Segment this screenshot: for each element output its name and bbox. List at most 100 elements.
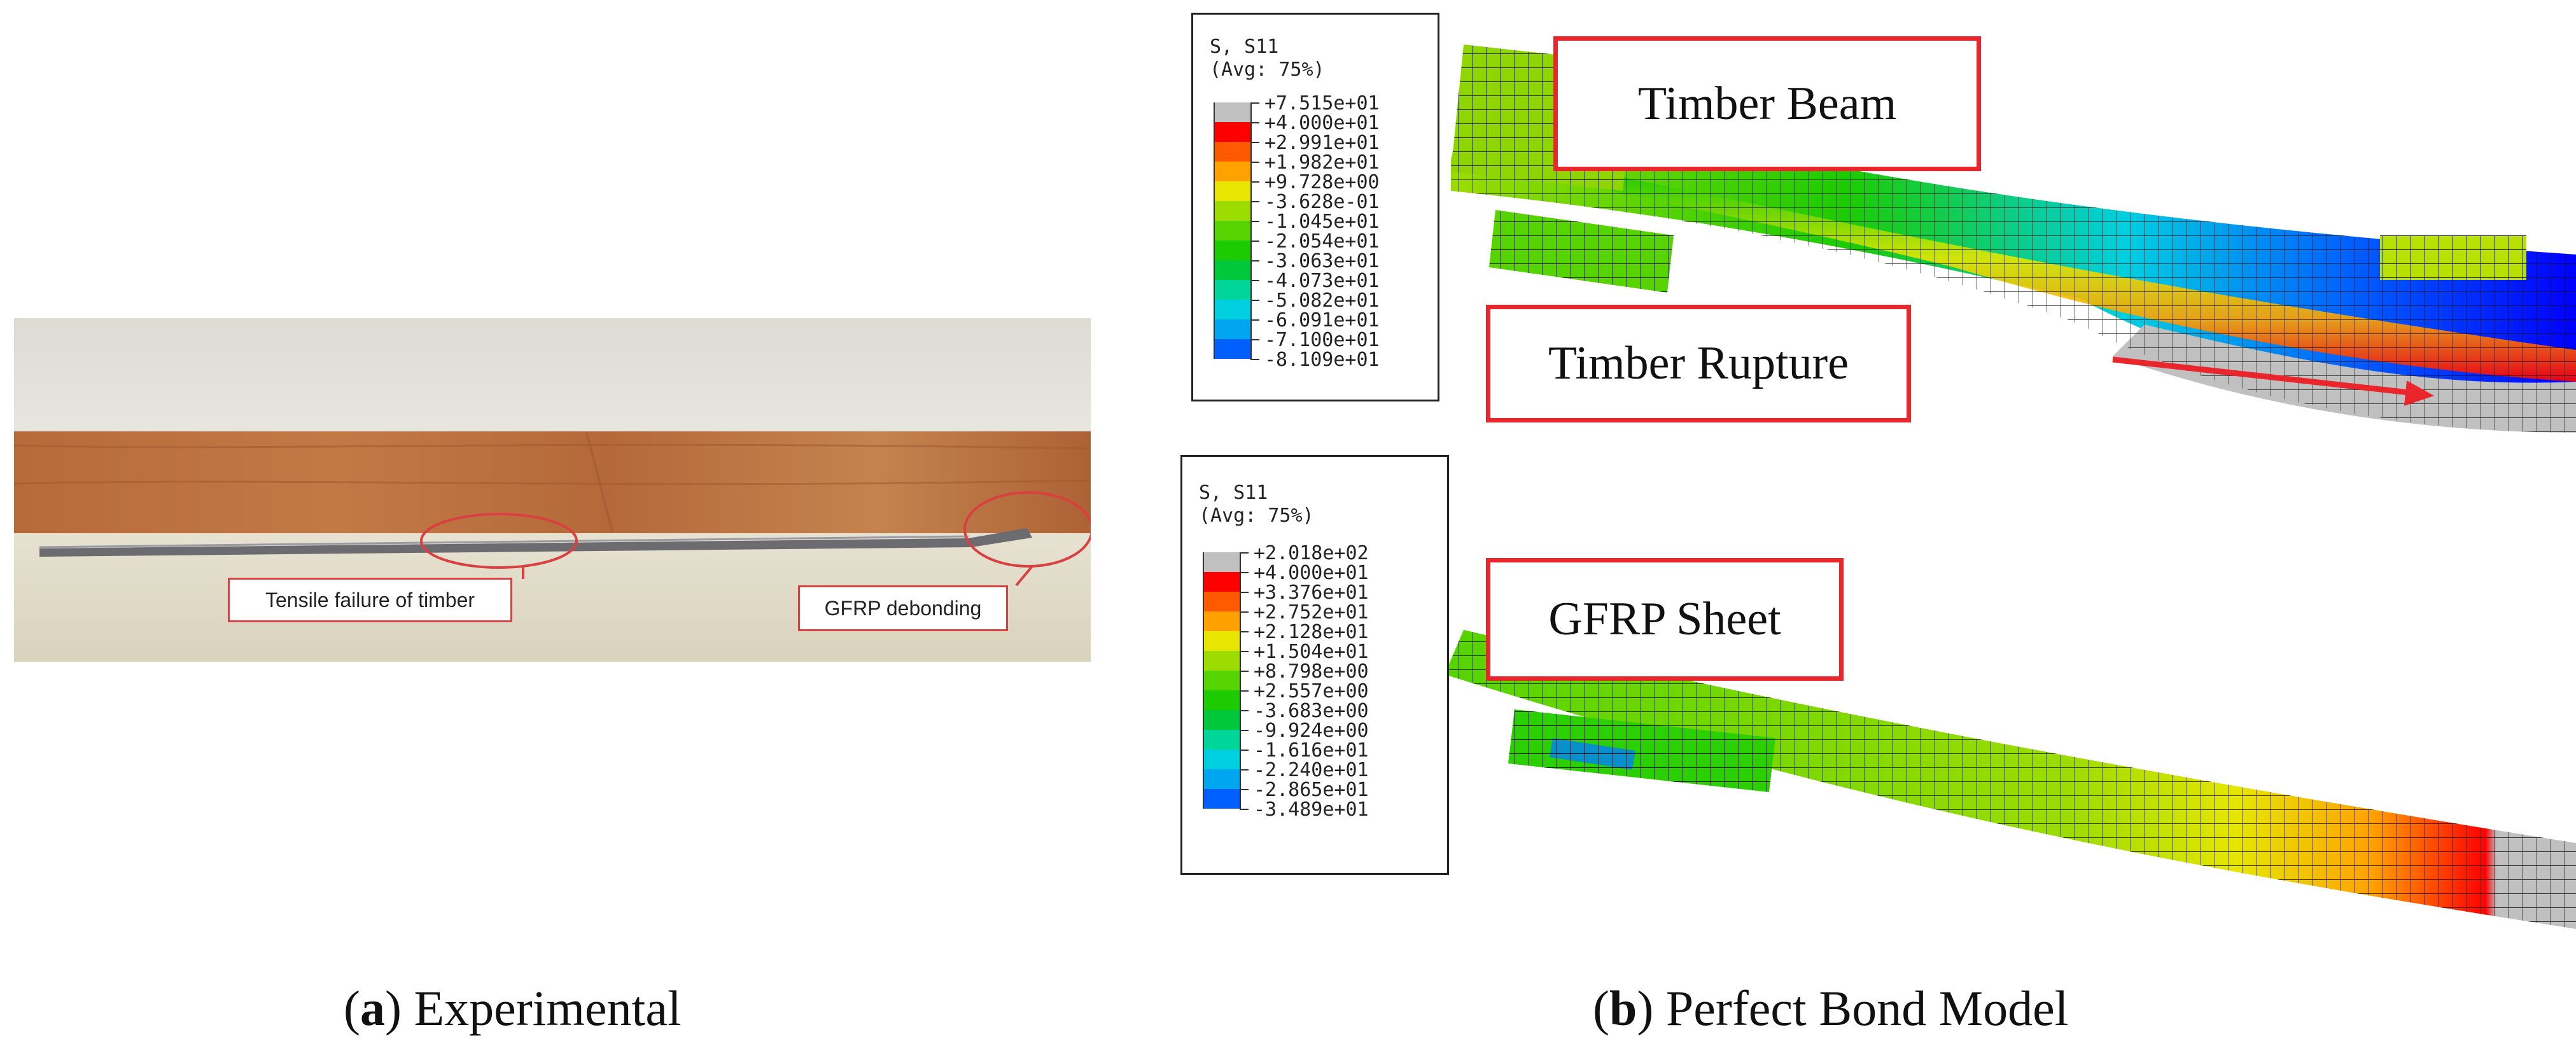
legend-top-title: S, S11: [1210, 36, 1279, 58]
legend-top-tick: [1250, 142, 1259, 143]
legend-top-swatch: [1214, 319, 1252, 339]
legend-top-swatch: [1214, 162, 1252, 181]
legend-bottom-value: +2.128e+01: [1254, 621, 1369, 643]
legend-bottom-title: S, S11: [1199, 482, 1268, 504]
legend-top-value: +1.982e+01: [1264, 151, 1380, 174]
legend-bottom-swatch: [1203, 730, 1241, 750]
legend-bottom-value: -2.865e+01: [1254, 779, 1369, 801]
legend-bottom-value: +1.504e+01: [1254, 641, 1369, 663]
caption-a: (a) Experimental: [344, 980, 682, 1037]
legend-top-value: +9.728e+00: [1264, 171, 1380, 193]
legend-bottom-tick: [1240, 592, 1249, 593]
legend-bottom-value: -3.683e+00: [1254, 700, 1369, 722]
legend-top: S, S11 (Avg: 75%) +7.515e+01+4.000e+01+2…: [1191, 13, 1439, 401]
legend-top-swatch: [1214, 201, 1252, 221]
legend-bottom-avg: (Avg: 75%): [1199, 505, 1314, 527]
caption-b-letter: b: [1609, 980, 1637, 1036]
legend-top-value: -2.054e+01: [1264, 230, 1380, 253]
legend-bottom-value: -2.240e+01: [1254, 759, 1369, 781]
legend-bottom-swatch: [1203, 671, 1241, 690]
legend-top-swatch: [1214, 142, 1252, 162]
callout-timber-rupture: Timber Rupture: [1486, 305, 1911, 422]
legend-bottom-tick: [1240, 631, 1249, 632]
legend-top-avg: (Avg: 75%): [1210, 59, 1325, 81]
legend-top-value: -3.063e+01: [1264, 250, 1380, 272]
legend-top-value: -4.073e+01: [1264, 270, 1380, 292]
caption-a-letter: a: [360, 980, 385, 1036]
caption-a-open: (: [344, 980, 360, 1036]
legend-top-swatch: [1214, 280, 1252, 300]
experimental-photo: Tensile failure of timber GFRP debonding: [14, 318, 1091, 662]
legend-bottom-value: -3.489e+01: [1254, 798, 1369, 821]
legend-bottom-swatch: [1203, 750, 1241, 769]
legend-top-tick: [1250, 359, 1259, 360]
legend-bottom-value: +3.376e+01: [1254, 582, 1369, 604]
legend-top-value: -1.045e+01: [1264, 211, 1380, 233]
legend-bottom-swatch: [1203, 552, 1241, 572]
legend-top-tick: [1250, 181, 1259, 183]
legend-bottom-tick: [1240, 789, 1249, 790]
legend-top-tick: [1250, 300, 1259, 301]
caption-b-text: ) Perfect Bond Model: [1637, 980, 2069, 1036]
legend-top-value: -5.082e+01: [1264, 289, 1380, 312]
legend-top-value: -8.109e+01: [1264, 349, 1380, 371]
legend-top-value: -6.091e+01: [1264, 309, 1380, 331]
legend-top-swatch: [1214, 221, 1252, 241]
legend-bottom-swatch: [1203, 631, 1241, 651]
legend-bottom-tick: [1240, 651, 1249, 652]
legend-bottom-value: +8.798e+00: [1254, 660, 1369, 683]
legend-top-tick: [1250, 122, 1259, 123]
fe-model-drawing: Timber Beam Timber Rupture GFRP Sheet: [1445, 25, 2576, 961]
legend-top-value: -7.100e+01: [1264, 329, 1380, 351]
legend-top-tick: [1250, 260, 1259, 262]
legend-bottom-tick: [1240, 809, 1249, 810]
legend-bottom-tick: [1240, 611, 1249, 613]
gfrp-strip-photo: [39, 528, 1032, 557]
legend-top-tick: [1250, 241, 1259, 242]
rupture-arrow: [2112, 356, 2416, 396]
caption-b-open: (: [1593, 980, 1609, 1036]
callout-timber-beam: Timber Beam: [1553, 36, 1981, 171]
legend-bottom-tick: [1240, 690, 1249, 692]
legend-bottom-value: -9.924e+00: [1254, 720, 1369, 742]
legend-bottom-swatch: [1203, 611, 1241, 631]
legend-top-value: +4.000e+01: [1264, 112, 1380, 134]
legend-top-swatch: [1214, 241, 1252, 260]
tensile-failure-circle: [420, 513, 578, 569]
legend-bottom-value: +4.000e+01: [1254, 562, 1369, 584]
gfrp-debonding-label: GFRP debonding: [798, 585, 1008, 631]
legend-bottom-swatch: [1203, 769, 1241, 789]
tensile-failure-label: Tensile failure of timber: [228, 578, 512, 622]
legend-top-tick: [1250, 221, 1259, 222]
legend-top-value: -3.628e-01: [1264, 191, 1380, 213]
legend-bottom-tick: [1240, 671, 1249, 672]
debonding-circle: [963, 491, 1091, 568]
legend-bottom-tick: [1240, 750, 1249, 751]
legend-bottom-tick: [1240, 572, 1249, 573]
legend-bottom-value: +2.557e+00: [1254, 680, 1369, 702]
legend-bottom-swatch: [1203, 690, 1241, 710]
legend-bottom-value: -1.616e+01: [1254, 739, 1369, 762]
legend-bottom-swatch: [1203, 572, 1241, 592]
legend-top-swatch: [1214, 300, 1252, 319]
legend-top-swatch: [1214, 122, 1252, 142]
legend-bottom: S, S11 (Avg: 75%) +2.018e+02+4.000e+01+3…: [1180, 455, 1449, 875]
legend-top-tick: [1250, 319, 1259, 321]
legend-top-tick: [1250, 339, 1259, 340]
legend-bottom-value: +2.752e+01: [1254, 601, 1369, 624]
legend-bottom-swatch: [1203, 710, 1241, 730]
legend-top-tick: [1250, 280, 1259, 281]
legend-top-value: +2.991e+01: [1264, 132, 1380, 154]
legend-top-tick: [1250, 102, 1259, 104]
caption-b: (b) Perfect Bond Model: [1593, 980, 2068, 1037]
legend-top-swatch: [1214, 102, 1252, 122]
legend-top-tick: [1250, 162, 1259, 163]
callout-gfrp-sheet: GFRP Sheet: [1486, 558, 1844, 681]
legend-bottom-tick: [1240, 769, 1249, 771]
legend-top-swatch: [1214, 181, 1252, 201]
legend-bottom-swatch: [1203, 651, 1241, 671]
legend-top-value: +7.515e+01: [1264, 92, 1380, 115]
legend-bottom-tick: [1240, 730, 1249, 731]
legend-bottom-tick: [1240, 710, 1249, 711]
caption-a-text: ) Experimental: [384, 980, 682, 1036]
